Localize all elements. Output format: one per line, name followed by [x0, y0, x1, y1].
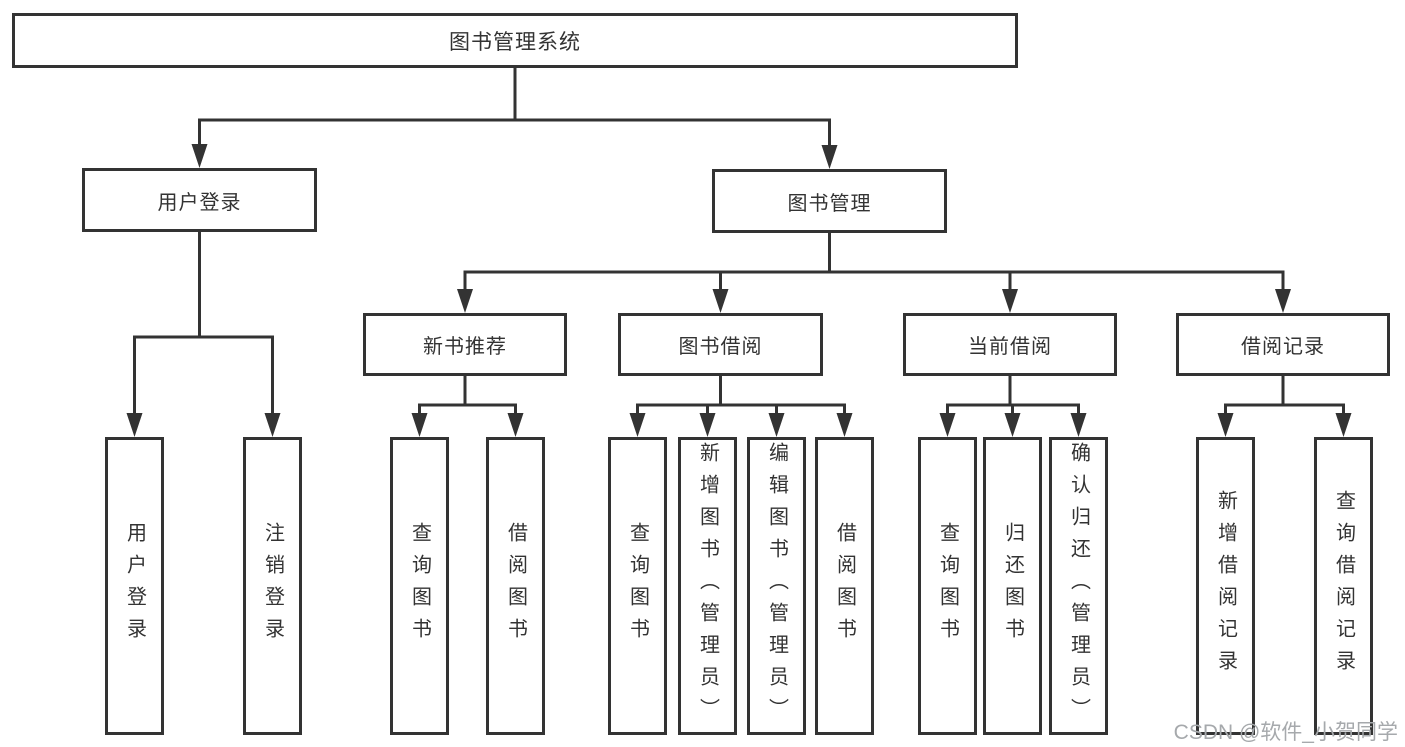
leaf-edit-books-admin: 编辑图书（管理员） [747, 437, 806, 735]
node-borrowing-records: 借阅记录 [1176, 313, 1390, 376]
node-label: 用户登录 [123, 522, 146, 650]
node-label: 图书管理系统 [449, 30, 581, 54]
node-label: 归还图书 [1001, 522, 1024, 650]
node-book-management: 图书管理 [712, 169, 947, 233]
csdn-watermark: CSDN @软件_小贺同学 [1173, 721, 1398, 744]
node-label: 编辑图书（管理员） [765, 442, 788, 730]
node-label: 新增借阅记录 [1214, 490, 1237, 682]
leaf-query-books-borrowing: 查询图书 [608, 437, 667, 735]
node-label: 新书推荐 [423, 336, 507, 358]
leaf-borrow-books-recommend: 借阅图书 [486, 437, 545, 735]
connector-root-to-level2 [191, 67, 838, 169]
node-label: 借阅记录 [1241, 336, 1325, 358]
node-label: 查询图书 [626, 522, 649, 650]
node-label: 确认归还（管理员） [1067, 442, 1090, 730]
leaf-query-books-recommend: 查询图书 [390, 437, 449, 735]
leaf-confirm-return-admin: 确认归还（管理员） [1049, 437, 1108, 735]
leaf-return-books: 归还图书 [983, 437, 1042, 735]
node-label: 借阅图书 [833, 522, 856, 650]
leaf-borrow-books: 借阅图书 [815, 437, 874, 735]
node-label: 新增图书（管理员） [696, 442, 719, 730]
node-label: 注销登录 [261, 522, 284, 650]
node-label: 图书管理 [787, 192, 872, 215]
node-label: 当前借阅 [968, 336, 1052, 358]
node-current-borrowing: 当前借阅 [903, 313, 1117, 376]
leaf-add-borrow-record: 新增借阅记录 [1196, 437, 1255, 735]
leaf-query-borrow-record: 查询借阅记录 [1314, 437, 1373, 735]
leaf-query-books-current: 查询图书 [918, 437, 977, 735]
node-label: 查询借阅记录 [1332, 490, 1355, 682]
node-label: 图书借阅 [678, 336, 763, 358]
node-label: 用户登录 [157, 191, 242, 214]
node-new-book-recommend: 新书推荐 [363, 313, 567, 376]
node-label: 借阅图书 [504, 522, 527, 650]
node-label: 查询图书 [936, 522, 959, 650]
node-library-system: 图书管理系统 [12, 13, 1018, 68]
leaf-logout: 注销登录 [243, 437, 302, 735]
connector-user-login-children [126, 232, 281, 437]
connector-new-book-children [411, 376, 524, 437]
connector-book-mgmt-children [457, 233, 1291, 313]
connector-book-borrow-children [629, 376, 853, 437]
leaf-user-login: 用户登录 [105, 437, 164, 735]
node-book-borrowing: 图书借阅 [618, 313, 823, 376]
connector-current-borrow-children [939, 376, 1087, 437]
leaf-add-books-admin: 新增图书（管理员） [678, 437, 737, 735]
connector-borrow-record-children [1217, 376, 1352, 437]
node-user-login: 用户登录 [82, 168, 317, 232]
node-label: 查询图书 [408, 522, 431, 650]
